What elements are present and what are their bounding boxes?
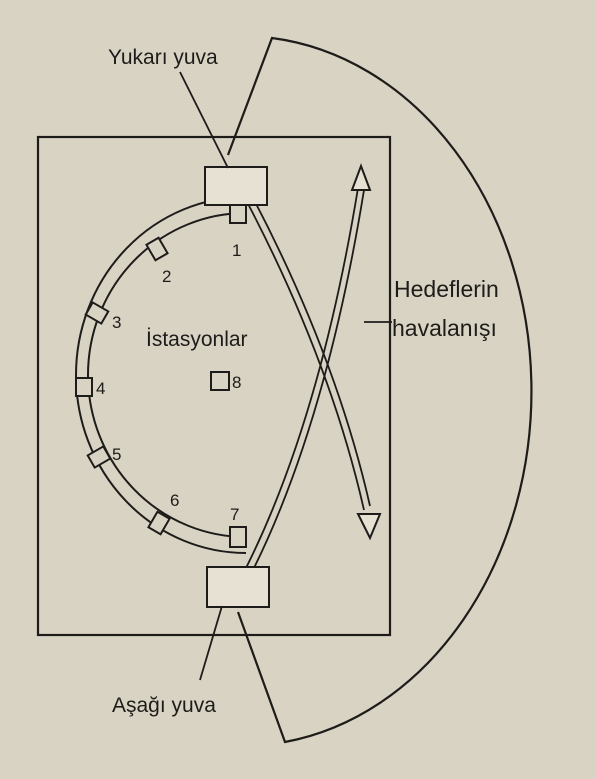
station-number-1: 1: [232, 241, 241, 260]
arrow-head-up-icon: [350, 163, 372, 191]
target-label-line-2: havalanışı: [392, 315, 497, 341]
field-boundary: [226, 36, 533, 744]
arrow-head-down-icon: [356, 513, 382, 541]
flight-path-upper-a: [245, 199, 365, 511]
upper-nest-leader: [179, 71, 229, 169]
station-8-marker: [210, 371, 230, 391]
station-arc-inner: [87, 212, 247, 538]
station-number-6: 6: [170, 491, 179, 510]
stations-label: İstasyonlar: [146, 328, 248, 351]
station-notch-3: [84, 301, 110, 325]
station-number-2: 2: [162, 267, 171, 286]
station-notch-4: [75, 377, 93, 397]
station-notch-6: [147, 510, 171, 536]
station-number-7: 7: [230, 505, 239, 524]
station-notch-2: [145, 236, 169, 262]
lower-nest-leader: [199, 605, 223, 681]
flight-path-upper-b: [251, 195, 371, 507]
target-label-line-1: Hedeflerin: [394, 276, 499, 302]
lower-nest-label: Aşağı yuva: [112, 694, 216, 717]
flight-path-lower-a: [245, 187, 359, 569]
station-notch-5: [86, 445, 112, 469]
station-number-4: 4: [96, 379, 105, 398]
lower-nest-box: [206, 566, 270, 608]
station-arc-outer: [75, 196, 247, 554]
station-number-8: 8: [232, 373, 241, 392]
station-notches: [75, 202, 247, 548]
flight-path-lower-b: [251, 189, 365, 573]
upper-nest-label: Yukarı yuva: [108, 46, 218, 69]
upper-nest-box: [204, 166, 268, 206]
station-number-5: 5: [112, 445, 121, 464]
target-flight-paths: [245, 187, 371, 573]
station-notch-7: [229, 526, 247, 548]
station-number-3: 3: [112, 313, 121, 332]
